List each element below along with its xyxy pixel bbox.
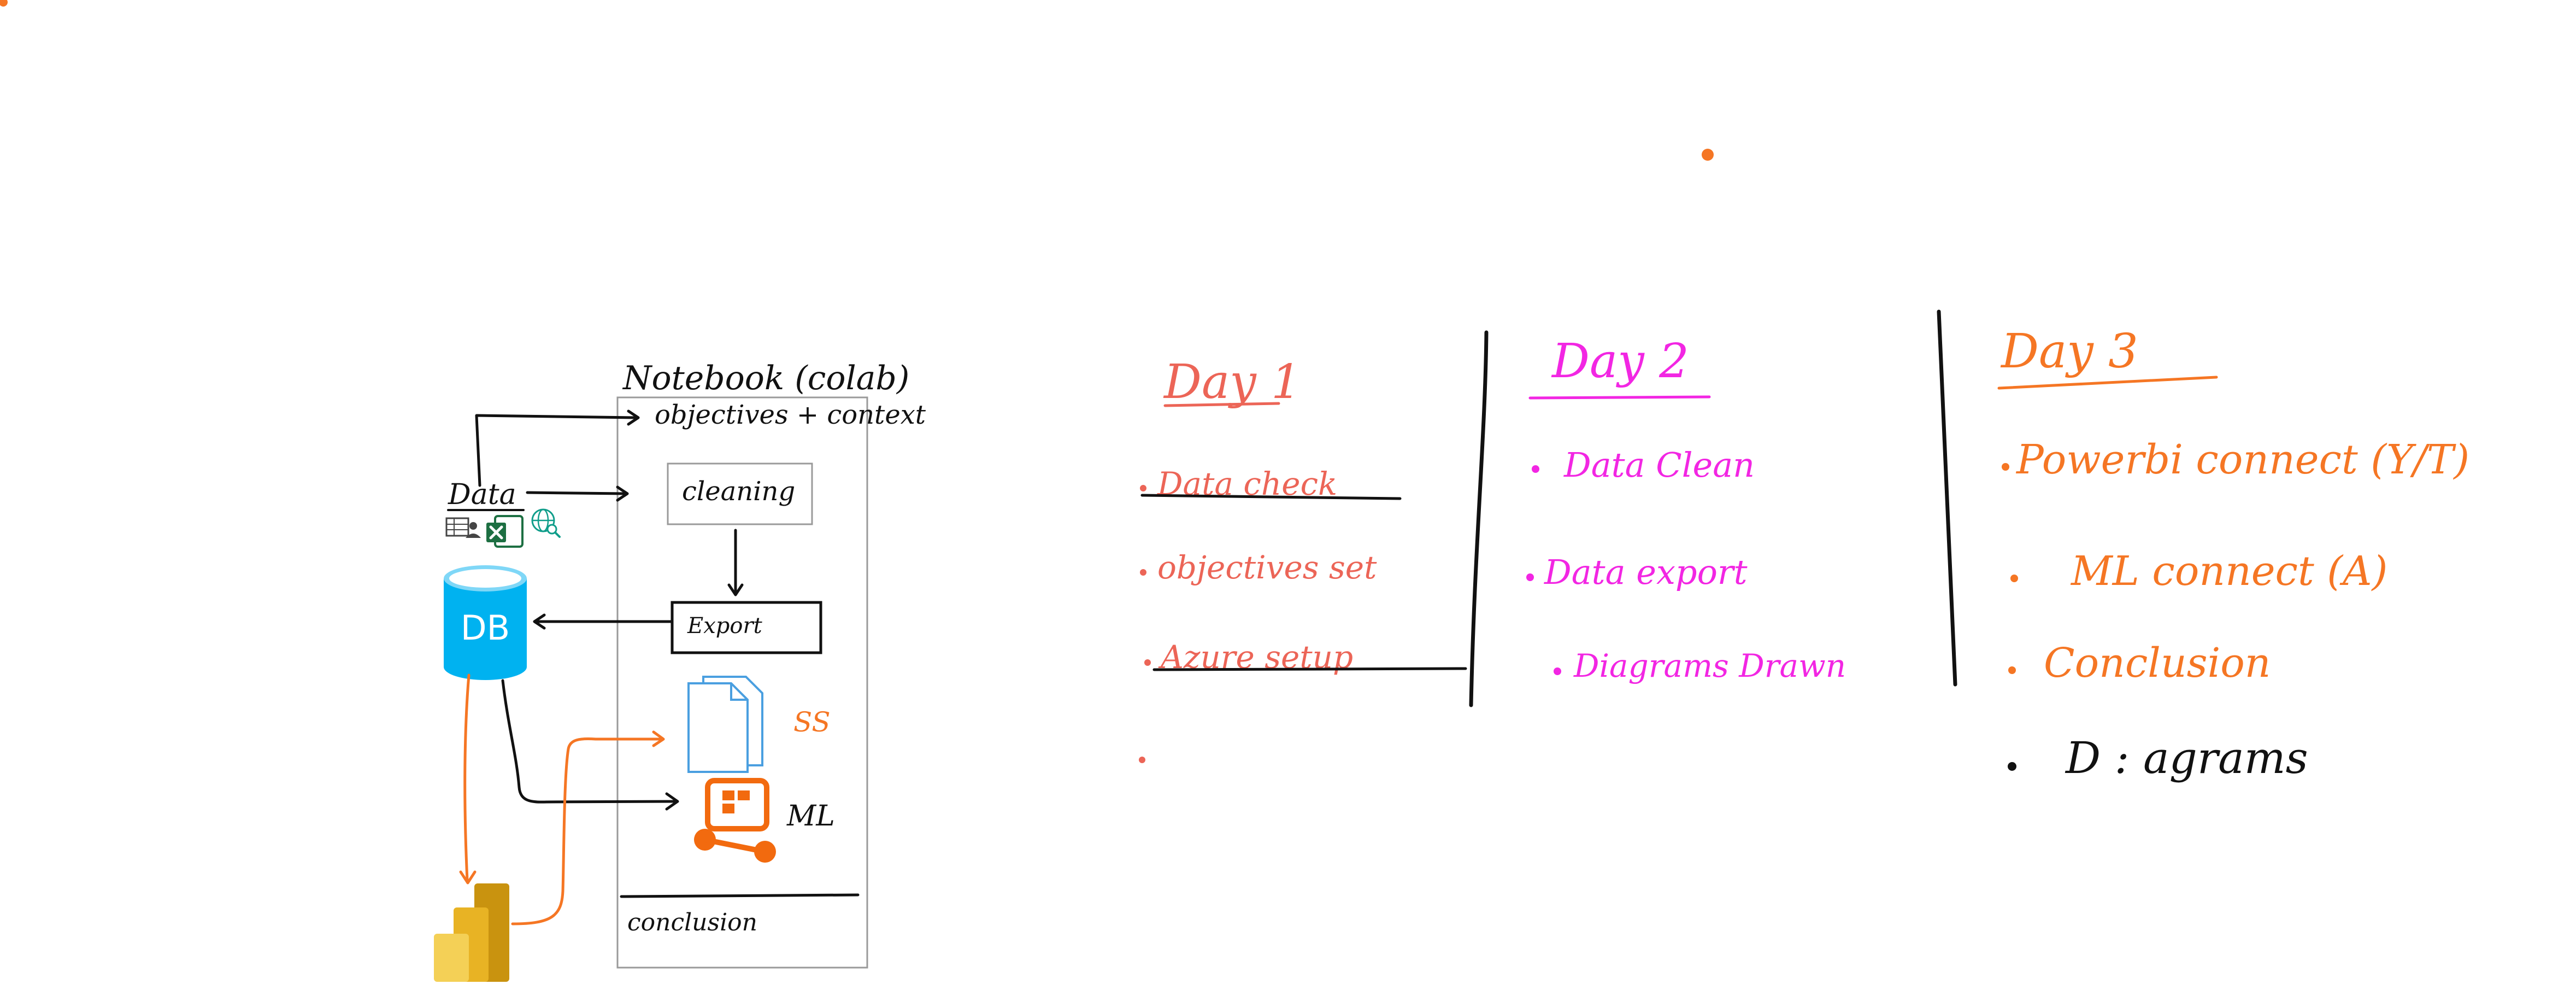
- notebook-frame: [616, 396, 868, 969]
- data-label: Data: [448, 478, 516, 511]
- cleaning-label: cleaning: [682, 476, 795, 507]
- day-3-item-3: Conclusion: [2044, 640, 2271, 687]
- column-divider-1: [1469, 330, 1489, 707]
- bullet: [1139, 757, 1145, 763]
- ml-pipeline-icon: [694, 778, 776, 863]
- day-1-column: Day 1 Data check objectives set Azure se…: [1139, 355, 1467, 763]
- notebook-title: Notebook (colab): [622, 359, 909, 397]
- excel-icon: [486, 515, 524, 548]
- data-to-objectives-arrow: [475, 414, 638, 487]
- column-divider-2: [1937, 309, 1957, 687]
- day-2-item-3: Diagrams Drawn: [1573, 647, 1846, 684]
- db-label: DB: [461, 608, 510, 648]
- bullet: [2008, 762, 2016, 771]
- db-to-ml-arrow: [501, 679, 677, 804]
- day-1-underline: [1163, 402, 1280, 407]
- cleaning-box: [667, 462, 813, 525]
- bullet: [2002, 463, 2009, 471]
- day-2-item-2: Data export: [1544, 552, 1748, 592]
- day-1-item-2: objectives set: [1157, 549, 1377, 586]
- bullet: [1554, 667, 1561, 675]
- bullet: [2008, 666, 2016, 674]
- bullet: [1532, 465, 1539, 473]
- day-2-underline: [1528, 395, 1711, 400]
- bullet: [1140, 485, 1146, 491]
- table-user-icon: [445, 517, 481, 538]
- database-icon: [444, 565, 527, 680]
- day-2-item-1: Data Clean: [1563, 445, 1755, 485]
- export-label: Export: [687, 613, 763, 639]
- conclusion-divider: [620, 893, 860, 898]
- strikethrough: [1152, 667, 1467, 671]
- strikethrough: [1140, 494, 1402, 500]
- day-3-column: Day 3 Powerbi connect (Y/T) ML connect (…: [1997, 324, 2469, 783]
- day-2-column: Day 2 Data Clean Data export Diagrams Dr…: [1526, 334, 1846, 684]
- bullet: [1526, 573, 1534, 581]
- conclusion-label: conclusion: [627, 909, 757, 936]
- day-3-title: Day 3: [2000, 324, 2138, 379]
- power-bi-icon: [434, 883, 509, 982]
- day-2-title: Day 2: [1551, 334, 1689, 389]
- ss-label: SS: [793, 706, 831, 738]
- bullet: [1140, 569, 1146, 576]
- day-3-item-1: Powerbi connect (Y/T): [2015, 436, 2469, 483]
- stray-dot: [1702, 149, 1714, 161]
- day-3-item-2: ML connect (A): [2070, 548, 2387, 595]
- day-3-underline: [1997, 376, 2218, 390]
- data-to-cleaning-arrow: [526, 491, 627, 495]
- objectives-label: objectives + context: [655, 400, 926, 430]
- bullet: [2010, 575, 2018, 582]
- extra-item: D : agrams: [2065, 733, 2308, 783]
- documents-icon: [687, 676, 763, 773]
- pipeline-diagram: Notebook (colab) objectives + context Da…: [434, 359, 926, 982]
- ml-label: ML: [786, 800, 835, 833]
- stray-dot: [0, 0, 8, 7]
- powerbi-to-docs-arrow: [511, 737, 663, 926]
- export-box: [671, 601, 822, 654]
- web-search-icon: [531, 508, 561, 538]
- day-1-title: Day 1: [1163, 355, 1301, 409]
- bullet: [1144, 659, 1151, 666]
- db-to-powerbi-arrow: [463, 673, 470, 882]
